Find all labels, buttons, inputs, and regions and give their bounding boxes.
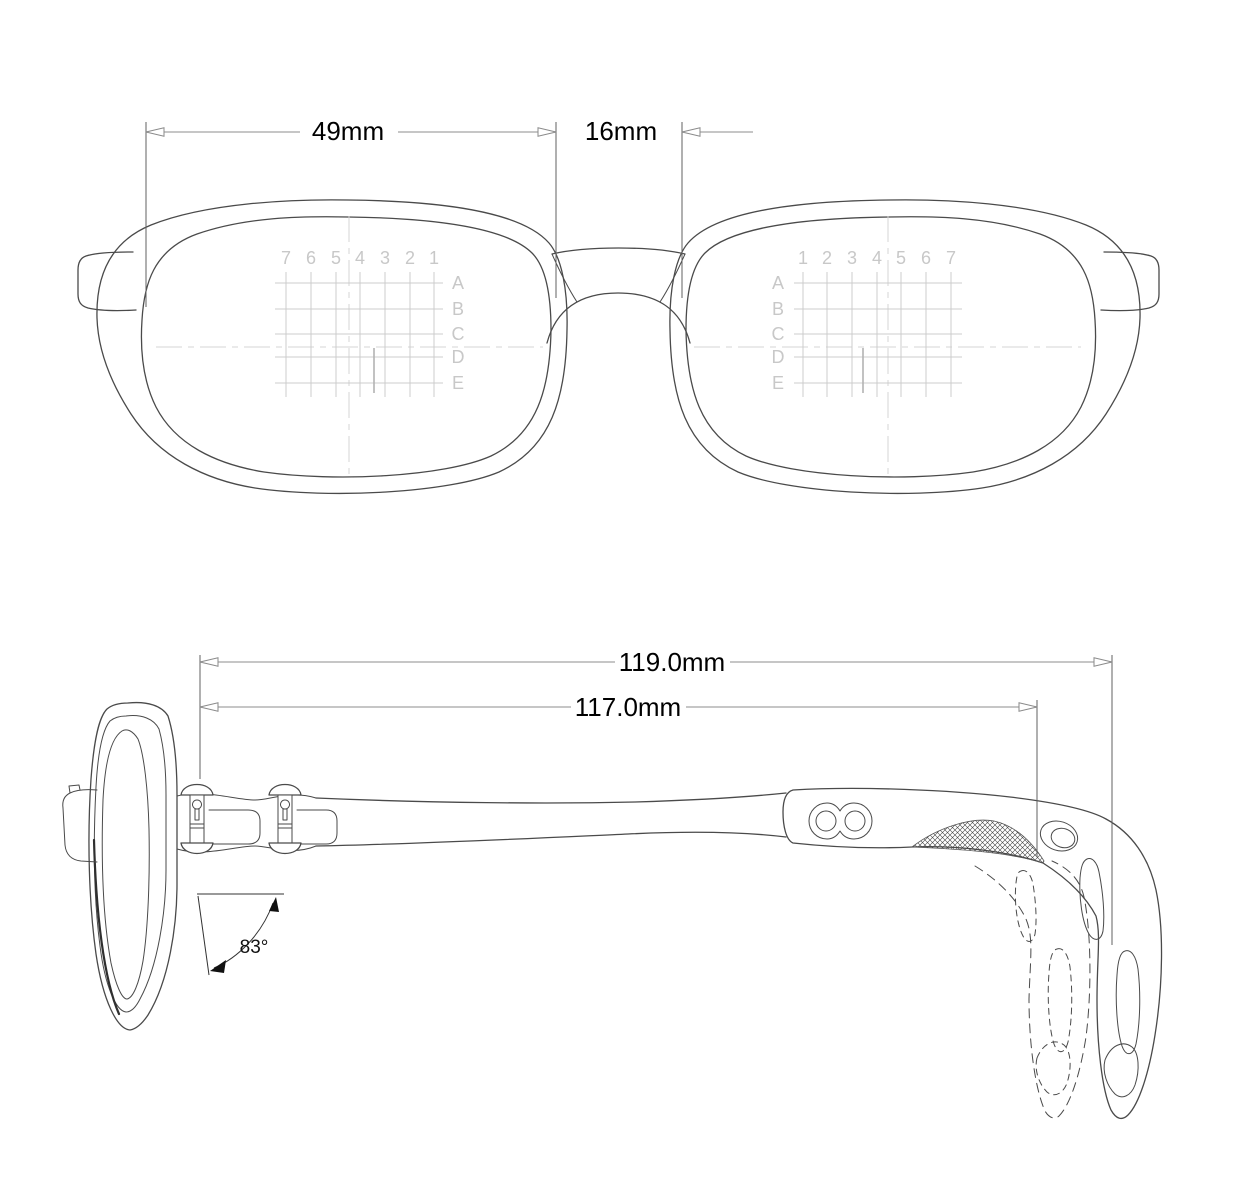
hinge-screw-rear xyxy=(268,783,302,855)
grommet-hole-inner xyxy=(1050,827,1076,849)
grid-column-label: 6 xyxy=(921,248,931,268)
temple-bottom-edge xyxy=(315,831,787,847)
left-endpiece-tab xyxy=(77,251,137,312)
temple-length-to-bend-dimension: 117.0mm xyxy=(199,692,1038,857)
side-bridge-tab xyxy=(62,784,98,863)
side-rim-inner-outline xyxy=(93,715,167,1013)
lens-centerlines xyxy=(156,216,1081,480)
side-view: 119.0mm 117.0mm 83° xyxy=(62,647,1163,1120)
hook-alternate-slot-upper xyxy=(1014,870,1037,942)
bridge-left-edge xyxy=(551,253,578,303)
dimension-arrow-left xyxy=(681,127,701,137)
hinge-notch-right xyxy=(296,809,338,845)
front-view: 7 6 5 4 3 2 1 A B C D E 1 2 3 4 5 6 7 A … xyxy=(77,116,1160,495)
side-rim-shade-arc xyxy=(92,838,121,1016)
lens-width-value: 49mm xyxy=(312,116,384,146)
left-lens-grid: 7 6 5 4 3 2 1 A B C D E xyxy=(275,248,465,397)
grid-column-label: 2 xyxy=(822,248,832,268)
hinge-notch-left xyxy=(208,809,261,845)
lens-width-dimension: 49mm xyxy=(145,116,557,307)
hook-alternate-position-outline xyxy=(974,860,1091,1119)
hook-hole-bottom xyxy=(1103,1043,1139,1098)
grid-column-label: 5 xyxy=(896,248,906,268)
dimension-arrow-left xyxy=(145,127,165,137)
dimension-arrow-left xyxy=(199,702,219,712)
crosshatch-section-wedge xyxy=(910,819,1045,864)
hinge-screw-front xyxy=(180,783,214,855)
grid-column-label: 4 xyxy=(872,248,882,268)
angle-arrowhead-upper xyxy=(269,897,279,912)
dimension-arrow-right xyxy=(537,127,557,137)
grid-column-label: 3 xyxy=(847,248,857,268)
adjuster-hole-front xyxy=(815,810,837,832)
side-frame-front xyxy=(62,701,178,1031)
hinge-assembly xyxy=(176,783,338,855)
bridge-right-edge xyxy=(659,253,686,303)
adjuster-hole-rear xyxy=(844,810,866,832)
temple-arm xyxy=(315,787,1163,1120)
dimension-arrow-left xyxy=(199,657,219,667)
grommet-hole-outer xyxy=(1039,820,1079,852)
right-lens-grid: 1 2 3 4 5 6 7 A B C D E xyxy=(772,248,962,397)
bridge-top-edge xyxy=(551,247,686,255)
temple-length-total-dimension: 119.0mm xyxy=(199,647,1113,945)
grid-row-label: C xyxy=(452,324,465,344)
side-rim-outer-outline xyxy=(88,701,178,1031)
hook-slot-middle xyxy=(1115,950,1141,1055)
angle-tilt-line xyxy=(197,895,210,976)
hook-slot-upper xyxy=(1079,858,1105,940)
temple-length-to-bend-value: 117.0mm xyxy=(575,692,681,722)
grid-column-label: 3 xyxy=(380,248,390,268)
grid-row-label: E xyxy=(772,373,784,393)
bridge-width-value: 16mm xyxy=(585,116,657,146)
grid-row-label: B xyxy=(452,299,464,319)
grid-column-label: 7 xyxy=(946,248,956,268)
temple-length-total-value: 119.0mm xyxy=(619,647,725,677)
grid-column-label: 5 xyxy=(331,248,341,268)
hook-alternate-slot-middle xyxy=(1047,948,1073,1053)
angle-arrowhead-lower xyxy=(210,960,226,973)
grid-row-label: C xyxy=(772,324,785,344)
temple-adjuster-outline xyxy=(808,802,873,840)
temple-top-edge xyxy=(315,792,787,804)
right-grid-horizontal-lines xyxy=(794,282,962,384)
temple-tip-and-hook-outline xyxy=(782,787,1163,1120)
grid-row-label: D xyxy=(772,347,785,367)
right-endpiece-tab xyxy=(1100,251,1160,312)
dimension-arrow-right xyxy=(1018,702,1038,712)
grid-row-label: B xyxy=(772,299,784,319)
grid-row-label: E xyxy=(452,373,464,393)
grid-column-label: 7 xyxy=(281,248,291,268)
grid-column-label: 1 xyxy=(798,248,808,268)
grid-column-label: 2 xyxy=(405,248,415,268)
pantoscopic-angle-annotation: 83° xyxy=(197,893,284,976)
grid-row-label: D xyxy=(452,347,465,367)
grid-row-label: A xyxy=(452,273,464,293)
angle-arc xyxy=(213,902,274,969)
grid-column-label: 4 xyxy=(355,248,365,268)
grid-row-label: A xyxy=(772,273,784,293)
pantoscopic-angle-value: 83° xyxy=(240,937,269,958)
bridge-bottom-arch xyxy=(546,292,691,344)
grid-column-label: 1 xyxy=(429,248,439,268)
left-grid-horizontal-lines xyxy=(275,282,443,384)
front-frame xyxy=(77,199,1160,495)
dimension-arrow-right xyxy=(1093,657,1113,667)
side-lens-outline xyxy=(101,729,150,1000)
bridge-width-dimension: 16mm xyxy=(585,116,753,298)
hook-alternate-hole-bottom xyxy=(1035,1041,1071,1096)
grid-column-label: 6 xyxy=(306,248,316,268)
